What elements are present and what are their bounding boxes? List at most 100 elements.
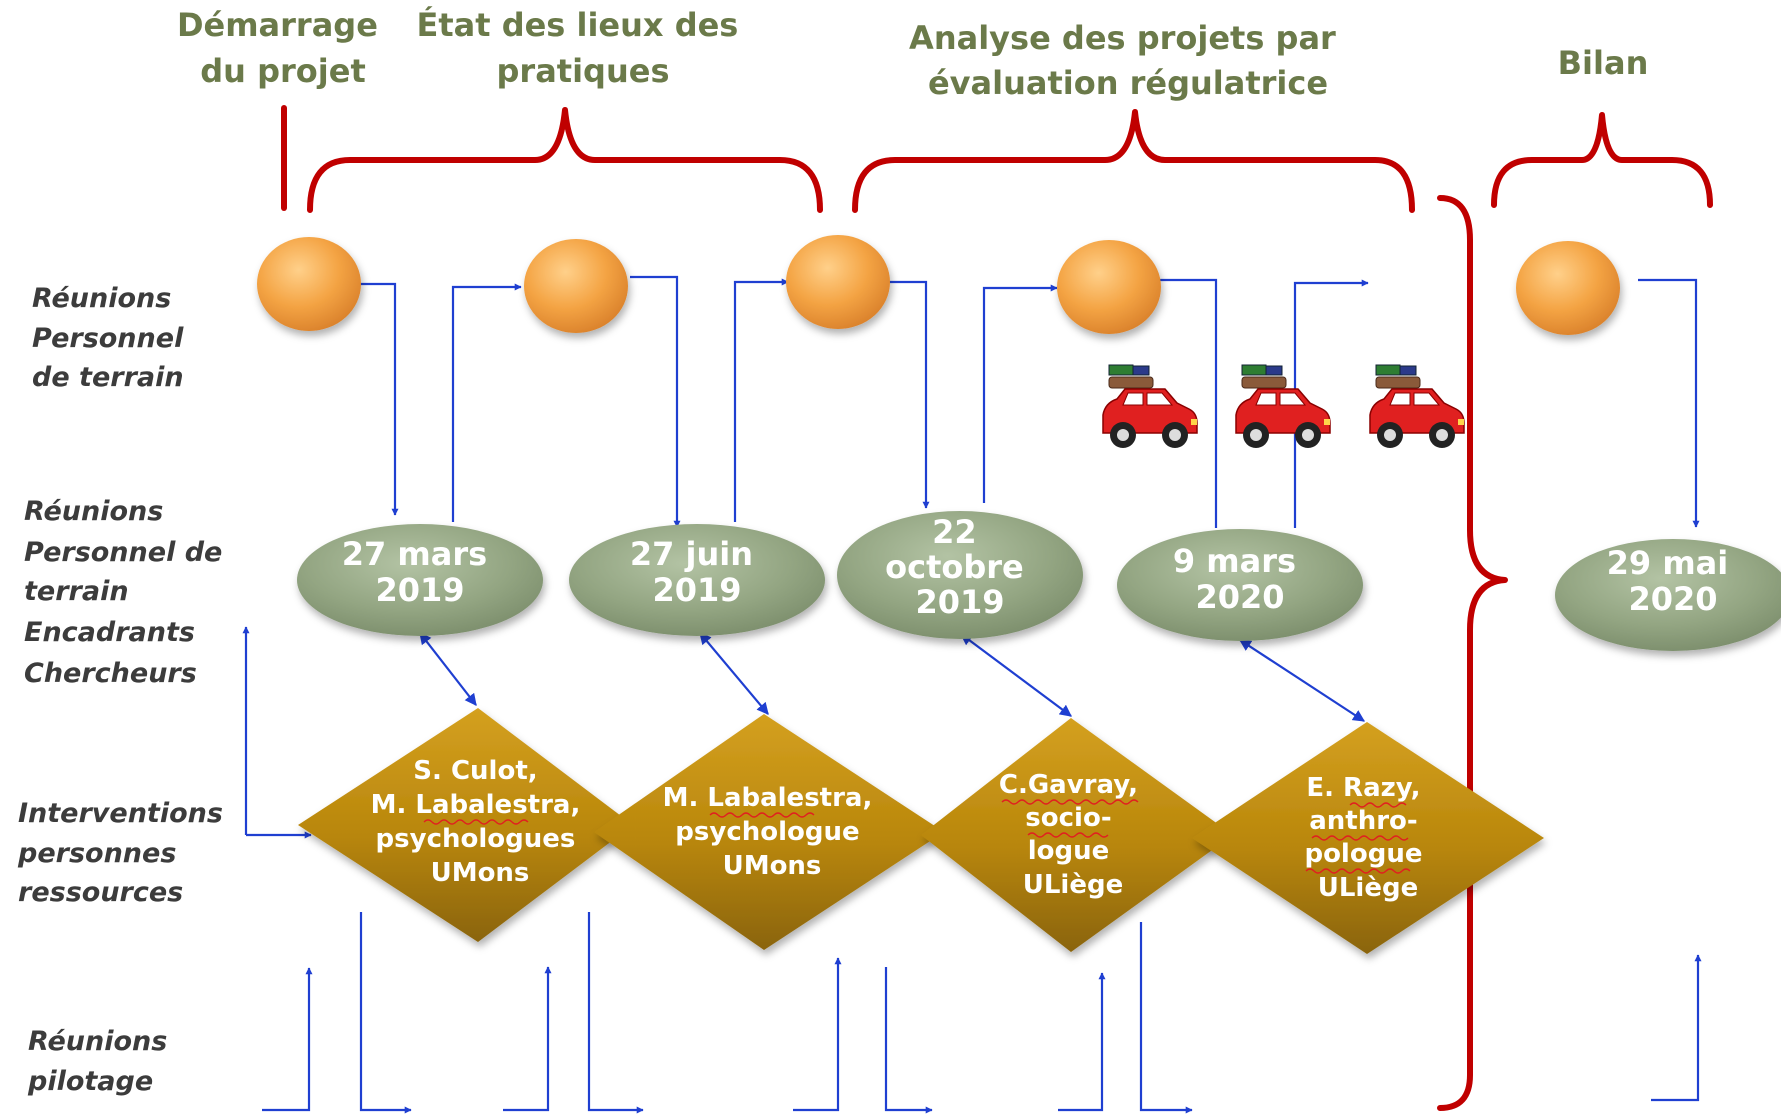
intervention-label-2: M. Labalestra, psychologue UMons — [663, 783, 882, 881]
intervention-4-line-1: E. Razy, — [1306, 773, 1420, 803]
spellcheck-underline — [709, 812, 815, 818]
double-arrow-date4-intervention4 — [1238, 639, 1366, 722]
phase-demarrage-line-1: Démarrage — [177, 6, 378, 44]
row-terrain-line-1: Réunions — [32, 283, 171, 314]
phase-etat-title: État des lieux des pratiques — [417, 6, 750, 90]
spellcheck-underline — [1305, 868, 1411, 874]
intervention-2-line-3: UMons — [723, 851, 822, 881]
intervention-label-3: C.Gavray, socio- logue ULiège — [999, 770, 1147, 900]
intervention-diamond-2 — [594, 714, 944, 950]
phase-demarrage-line-2: du projet — [200, 52, 365, 90]
row-label-mixte: Réunions Personnel de terrain Encadrants… — [24, 496, 232, 689]
phase-etat-line-1: État des lieux des — [417, 6, 739, 44]
row-mixte-line-2: Personnel de — [24, 537, 222, 568]
car-with-luggage-icon — [1102, 364, 1198, 449]
intervention-4-line-4: ULiège — [1318, 873, 1418, 903]
phase-demarrage-title: Démarrage du projet — [177, 6, 389, 90]
double-arrow-date1-intervention1 — [419, 632, 477, 706]
intervention-4-line-2: anthro- — [1309, 806, 1417, 836]
intervention-3-line-3: logue — [1028, 836, 1110, 866]
pilotage-arrow-1-down — [359, 912, 412, 1114]
phase-etat-line-2: pratiques — [497, 52, 670, 90]
orange-circle-icon — [1057, 240, 1161, 334]
intervention-3-line-1: C.Gavray, — [999, 770, 1138, 800]
intervention-2-line-2: psychologue — [675, 817, 859, 847]
date-5-line-2: 2020 — [1628, 580, 1717, 618]
date-ellipse-5 — [1555, 539, 1781, 651]
spellcheck-underline — [1027, 832, 1109, 838]
date-label-1: 27 mars 2019 — [342, 535, 499, 609]
spellcheck-underline — [1311, 835, 1409, 841]
row-pilotage-line-1: Réunions — [28, 1026, 167, 1057]
date-label-2: 27 juin 2019 — [630, 535, 764, 609]
date-1-line-1: 27 mars — [342, 535, 487, 573]
pilotage-arrow-5-up — [1651, 954, 1702, 1102]
date-4-line-1: 9 mars — [1173, 542, 1296, 580]
intervention-3-line-4: ULiège — [1023, 870, 1123, 900]
intervention-diamond-3 — [921, 718, 1233, 952]
phase-bilan-title: Bilan — [1558, 44, 1649, 82]
intervention-1-line-4: UMons — [431, 858, 530, 888]
arrow-circle1-to-date1 — [358, 282, 399, 516]
date-ellipse-3 — [837, 511, 1083, 639]
row-label-pilotage: Réunions pilotage — [27, 1026, 177, 1097]
date-label-3: 22 octobre 2019 — [885, 513, 1035, 621]
double-arrow-date2-intervention2 — [699, 632, 769, 715]
pilotage-arrow-3-down — [884, 967, 933, 1114]
orange-circle-icon — [257, 237, 361, 331]
date-ellipse-1 — [297, 524, 543, 636]
phase-analyse-title: Analyse des projets par évaluation régul… — [909, 19, 1347, 102]
intervention-diamond-1 — [298, 708, 633, 942]
spellcheck-underline — [1349, 802, 1407, 808]
date-3-line-3: 2019 — [915, 583, 1004, 621]
orange-circle-icon — [1516, 241, 1620, 335]
intervention-2-line-1: M. Labalestra, — [663, 783, 873, 813]
row-pilotage-line-2: pilotage — [27, 1066, 153, 1097]
row-mixte-line-1: Réunions — [24, 496, 163, 527]
arrow-date3-to-circle4 — [982, 284, 1058, 503]
phase-analyse-line-2: évaluation régulatrice — [928, 64, 1328, 102]
row-mixte-line-5: Chercheurs — [24, 658, 197, 689]
date-label-4: 9 mars 2020 — [1173, 542, 1307, 616]
double-arrow-date3-intervention3 — [960, 633, 1072, 717]
spellcheck-underline — [1001, 799, 1139, 805]
car-with-luggage-icon — [1235, 364, 1331, 449]
row-mixte-line-4: Encadrants — [24, 617, 195, 648]
row-label-interventions: Interventions personnes ressources — [17, 798, 232, 908]
arrow-circle5-to-date5 — [1638, 278, 1700, 528]
pilotage-arrow-2-down — [587, 912, 644, 1114]
arrow-date4-onward — [1293, 279, 1369, 528]
intervention-label-1: S. Culot, M. Labalestra, psychologues UM… — [371, 756, 590, 888]
row-interventions-line-3: ressources — [18, 877, 183, 908]
date-3-line-2: octobre — [885, 548, 1024, 586]
brace-analyse — [852, 109, 1415, 213]
arrow-circle2-to-date2 — [630, 275, 681, 528]
intervention-4-line-3: pologue — [1304, 839, 1422, 869]
phase-bilan-line-1: Bilan — [1558, 44, 1649, 82]
date-4-line-2: 2020 — [1195, 578, 1284, 616]
intervention-1-line-3: psychologues — [376, 824, 576, 854]
date-1-line-2: 2019 — [375, 571, 464, 609]
arrow-circle3-to-date3 — [887, 280, 930, 509]
arrow-circle4-to-date4 — [1158, 278, 1218, 528]
intervention-label-4: E. Razy, anthro- pologue ULiège — [1304, 773, 1431, 903]
row-interventions-line-2: personnes — [17, 838, 176, 869]
brace-etat — [307, 107, 823, 213]
orange-circle-icon — [786, 235, 890, 329]
pilotage-arrow-3-up — [793, 957, 842, 1112]
row-interventions-line-1: Interventions — [18, 798, 223, 829]
pilotage-arrow-1-up — [262, 967, 313, 1112]
date-ellipse-4 — [1117, 529, 1363, 641]
intervention-3-line-2: socio- — [1025, 803, 1111, 833]
date-2-line-2: 2019 — [652, 571, 741, 609]
orange-circle-icon — [524, 239, 628, 333]
pilotage-arrow-2-up — [503, 966, 552, 1112]
date-label-5: 29 mai 2020 — [1607, 544, 1740, 618]
arrow-date2-to-circle3 — [733, 278, 789, 522]
brace-vertical-separator — [1437, 195, 1508, 1111]
row-mixte-line-3: terrain — [24, 576, 129, 607]
date-2-line-1: 27 juin — [630, 535, 753, 573]
row-terrain-line-3: de terrain — [32, 362, 184, 393]
intervention-1-line-1: S. Culot, — [413, 756, 537, 786]
